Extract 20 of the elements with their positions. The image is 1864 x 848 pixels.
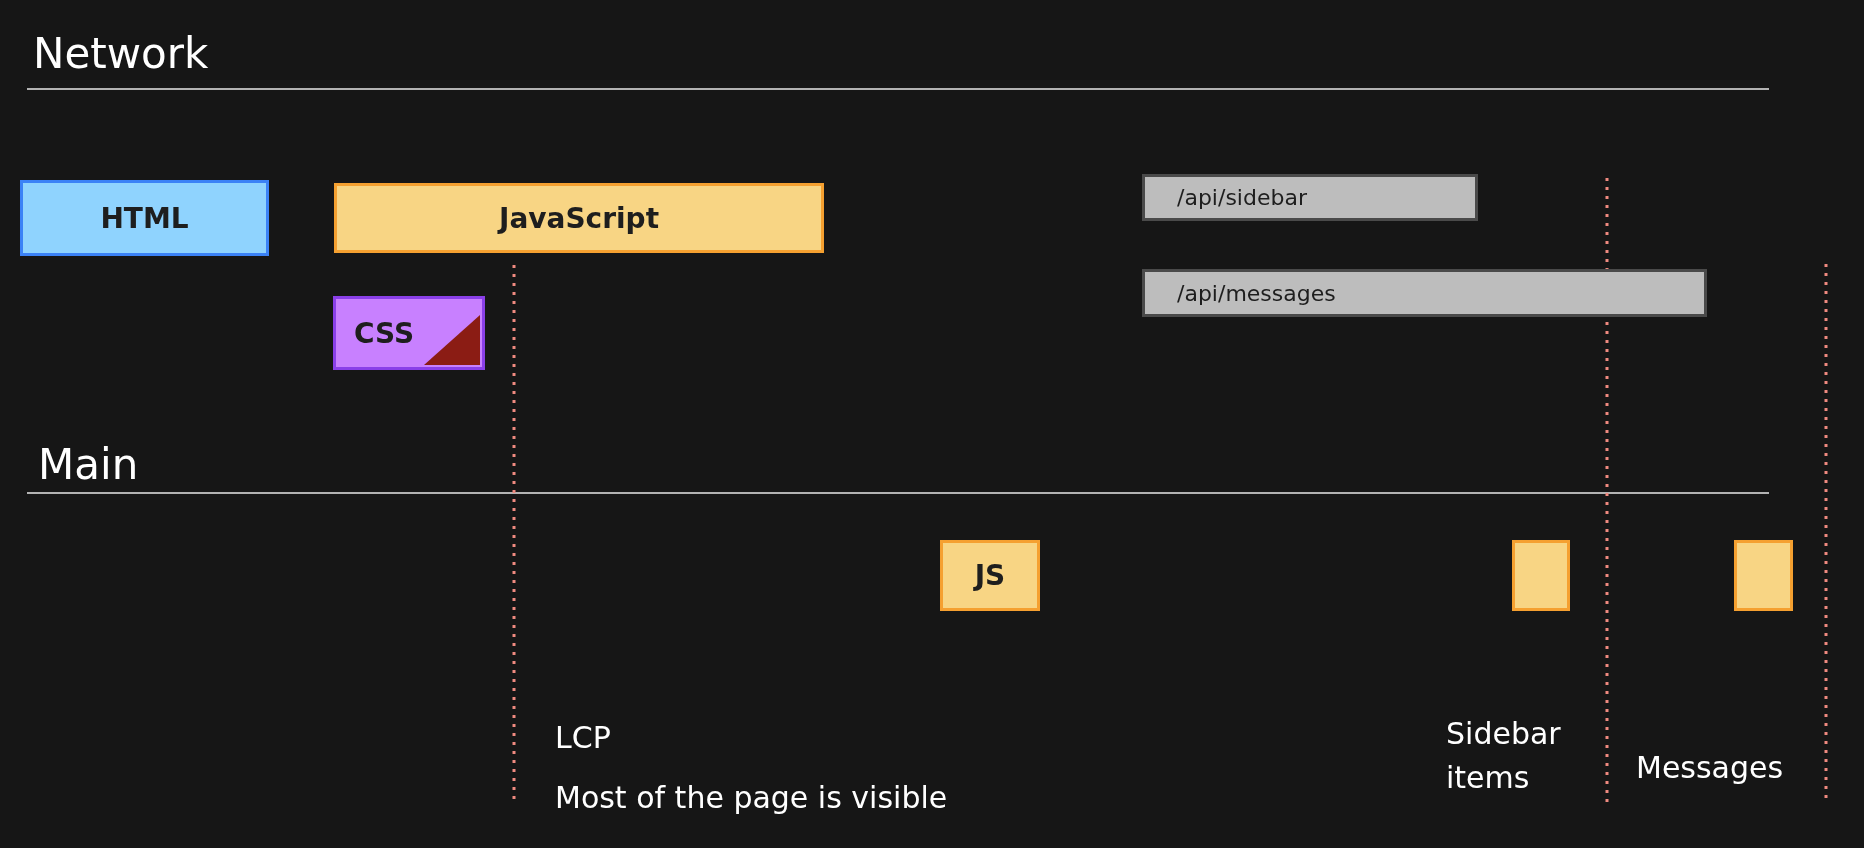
task-bar — [1512, 540, 1570, 611]
annotation-text: Sidebar items — [1446, 715, 1562, 797]
bar-label: CSS — [354, 316, 415, 350]
request-bar — [1142, 269, 1707, 317]
task-bar — [1734, 540, 1793, 611]
annotation-text: LCP — [555, 719, 611, 757]
annotation-text: Most of the page is visible — [555, 779, 948, 817]
task-bar — [940, 540, 1040, 611]
bar-label: /api/sidebar — [1177, 185, 1307, 210]
bar-label: /api/messages — [1177, 280, 1336, 306]
section-heading: Network — [33, 28, 209, 80]
request-bar — [1142, 174, 1478, 221]
css-bar — [333, 296, 485, 370]
bar-label: JS — [974, 559, 1006, 592]
bar-label: JavaScript — [498, 201, 660, 235]
html-bar — [20, 180, 269, 256]
javascript-bar — [334, 183, 824, 253]
annotation-text: Messages — [1636, 749, 1784, 787]
bar-label: HTML — [100, 201, 189, 235]
section-heading: Main — [38, 439, 139, 491]
